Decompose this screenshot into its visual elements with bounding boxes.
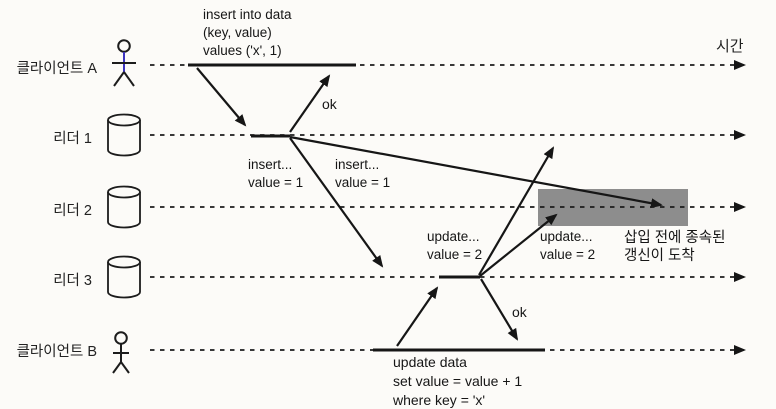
time-axis-label: 시간 bbox=[716, 38, 744, 55]
update-query-line2: set value = value + 1 bbox=[393, 373, 523, 389]
arrow-insert-leader1-to-leader3 bbox=[289, 137, 384, 268]
insert-replication-label-2: insert... value = 1 bbox=[335, 156, 390, 192]
update-rep-1-line1: update... bbox=[427, 229, 480, 244]
arrow-insert-clienta-to-leader1 bbox=[196, 67, 247, 127]
update-rep-2-line2: value = 2 bbox=[540, 247, 596, 262]
database-cylinder-icon bbox=[107, 255, 141, 299]
highlight-note-line2: 갱신이 도착 bbox=[624, 248, 695, 264]
arrow-ok-leader1-to-clienta bbox=[289, 74, 331, 133]
arrow-ok-leader3-to-clientb bbox=[480, 278, 519, 341]
ok-label-client-b: ok bbox=[512, 304, 527, 320]
update-replication-label-1: update... value = 2 bbox=[427, 228, 482, 264]
lane-label-leader-3: 리더 3 bbox=[53, 273, 92, 289]
insert-rep-2-line1: insert... bbox=[335, 157, 380, 172]
ok-label-client-a: ok bbox=[322, 96, 337, 112]
person-icon bbox=[112, 39, 136, 87]
lane-label-leader-2: 리더 2 bbox=[53, 203, 92, 219]
lane-label-leader-1: 리더 1 bbox=[53, 131, 92, 147]
insert-rep-1-line2: value = 1 bbox=[248, 175, 304, 190]
insert-rep-2-line2: value = 1 bbox=[335, 175, 391, 190]
arrow-update-clientb-to-leader3 bbox=[396, 286, 439, 347]
insert-query-line1: insert into data bbox=[203, 7, 292, 22]
person-icon bbox=[112, 331, 130, 374]
arrow-update-leader3-to-leader2 bbox=[479, 213, 558, 277]
lane-label-client-b: 클라이언트 B bbox=[16, 344, 97, 360]
arrow-update-leader3-to-leader1 bbox=[478, 146, 555, 276]
update-query-line3: where key = 'x' bbox=[393, 392, 486, 408]
insert-query-annotation: insert into data (key, value) values ('x… bbox=[203, 6, 292, 60]
insert-query-line3: values ('x', 1) bbox=[203, 43, 282, 58]
arrow-insert-leader1-to-leader2-delayed bbox=[289, 135, 663, 209]
insert-replication-label-1: insert... value = 1 bbox=[248, 156, 303, 192]
highlight-note: 삽입 전에 종속된 갱신이 도착 bbox=[624, 229, 725, 265]
lane-label-client-a: 클라이언트 A bbox=[16, 61, 97, 77]
database-cylinder-icon bbox=[107, 185, 141, 229]
update-replication-label-2: update... value = 2 bbox=[540, 228, 595, 264]
update-query-annotation: update data set value = value + 1 where … bbox=[393, 353, 522, 409]
insert-query-line2: (key, value) bbox=[203, 25, 272, 40]
database-cylinder-icon bbox=[107, 113, 141, 157]
update-rep-1-line2: value = 2 bbox=[427, 247, 483, 262]
insert-rep-1-line1: insert... bbox=[248, 157, 293, 172]
highlight-note-line1: 삽입 전에 종속된 bbox=[624, 230, 726, 246]
update-rep-2-line1: update... bbox=[540, 229, 593, 244]
update-query-line1: update data bbox=[393, 354, 467, 370]
